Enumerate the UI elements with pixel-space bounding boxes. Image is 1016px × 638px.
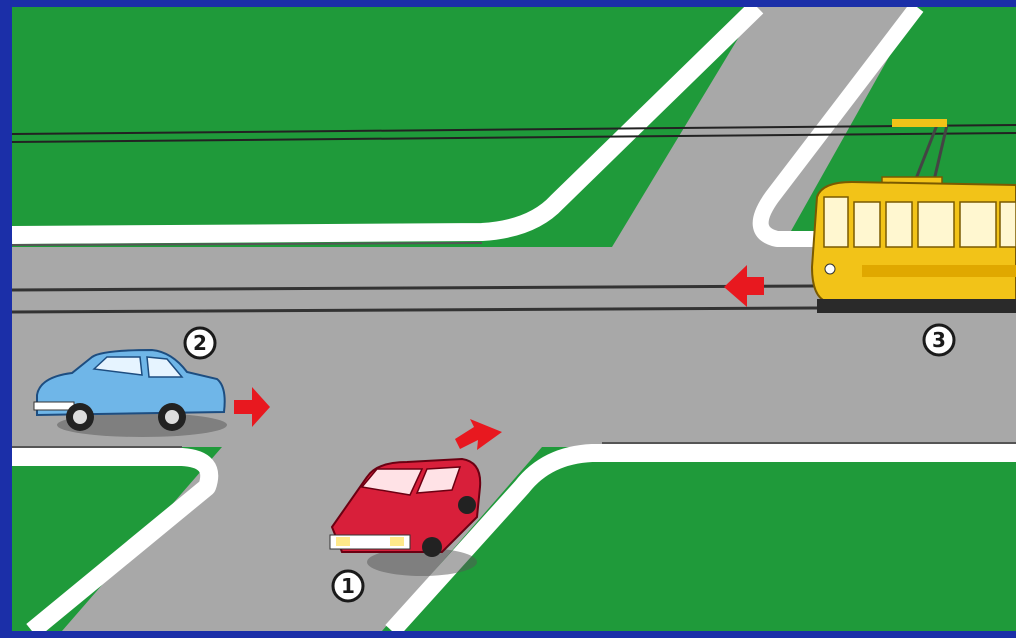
car-1-headlight <box>390 537 404 546</box>
marker-number: 2 <box>193 331 207 355</box>
marker-number: 3 <box>932 328 946 352</box>
car-1-headlight <box>336 537 350 546</box>
car-2-hubcap <box>165 410 179 424</box>
intersection-scene: 2 1 3 <box>12 7 1016 631</box>
tram-front-window <box>824 197 848 247</box>
car-1-wheel <box>458 496 476 514</box>
intersection-illustration: 2 1 3 <box>12 7 1016 631</box>
marker-2: 2 <box>185 328 215 358</box>
marker-1: 1 <box>333 571 363 601</box>
car-2-hubcap <box>73 410 87 424</box>
tram-window <box>854 202 880 247</box>
marker-number: 1 <box>341 574 355 598</box>
marker-3: 3 <box>924 325 954 355</box>
tram-pantograph-head <box>892 119 947 127</box>
tram-stripe <box>862 265 1016 277</box>
car-2-bumper <box>34 402 74 410</box>
car-1-wheel <box>422 537 442 557</box>
tram-headlight <box>825 264 835 274</box>
tram-window <box>918 202 954 247</box>
tram-undercarriage <box>817 299 1016 313</box>
tram-window <box>886 202 912 247</box>
tram-window <box>1000 202 1016 247</box>
tram-window <box>960 202 996 247</box>
